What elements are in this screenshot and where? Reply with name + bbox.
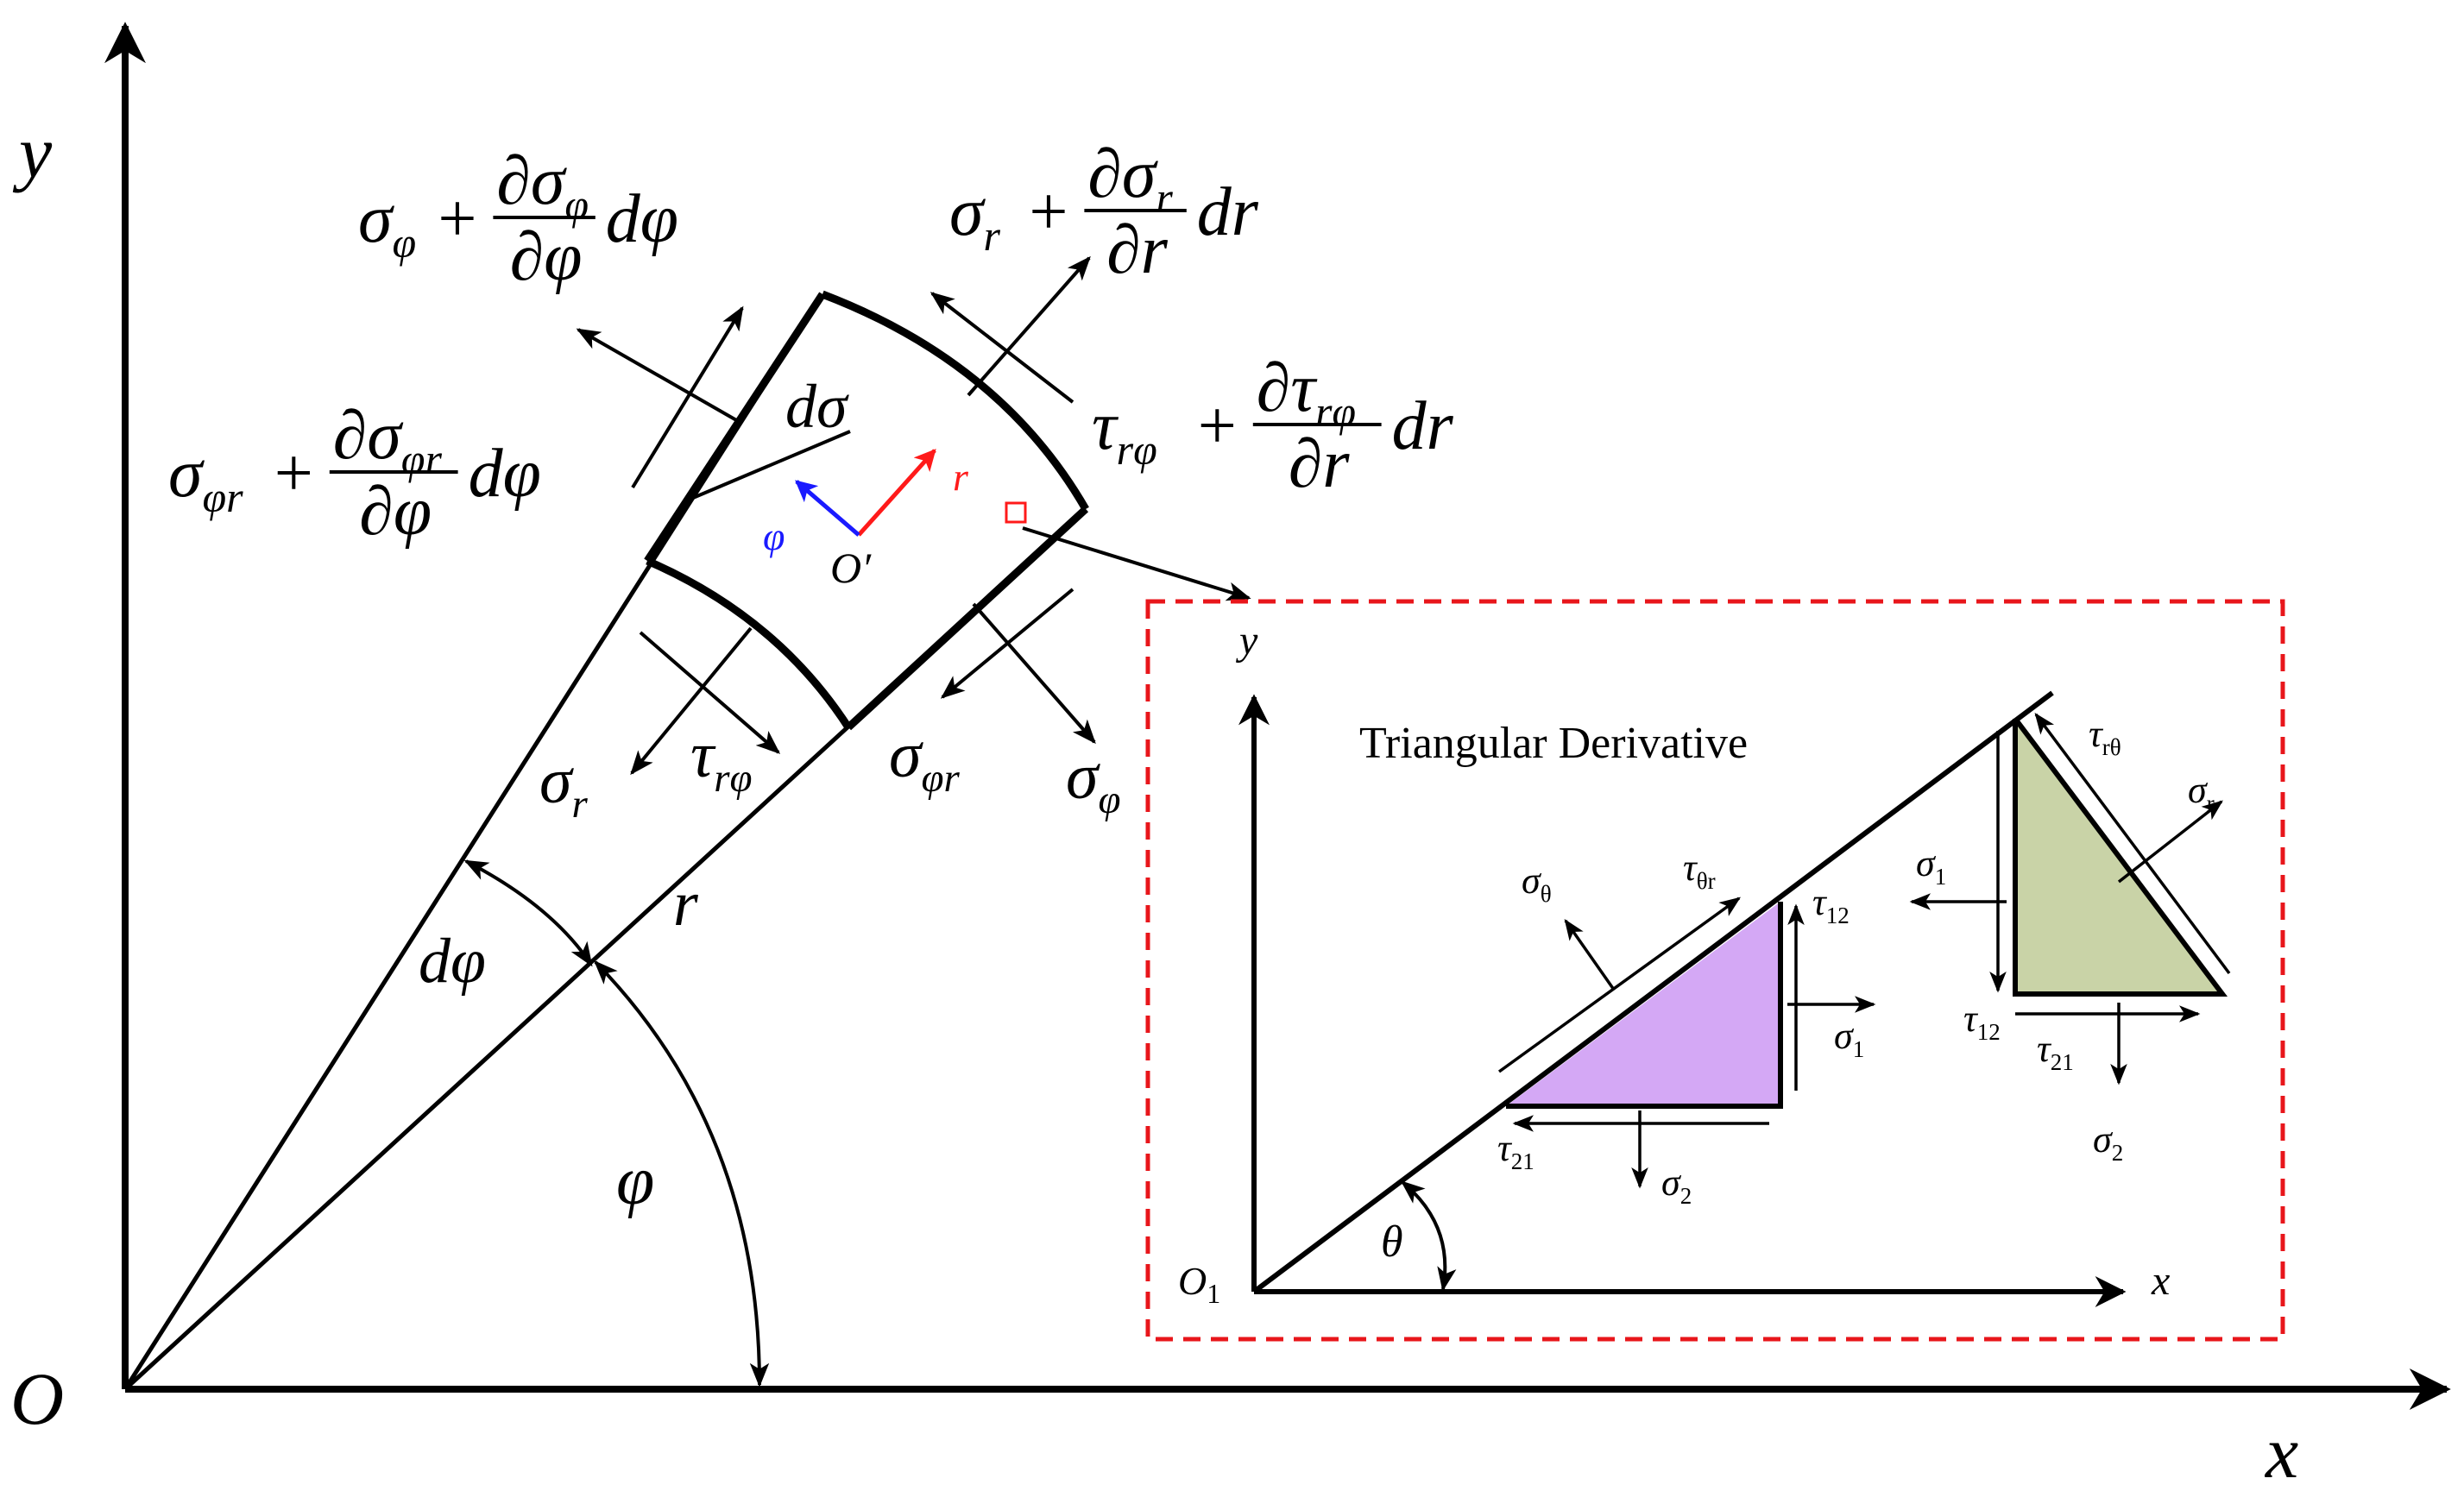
- term: σφr: [168, 436, 243, 521]
- numerator: ∂τrφ: [1257, 350, 1356, 436]
- local-phi-label: φ: [763, 514, 785, 558]
- dphi-label: dφ: [419, 926, 486, 997]
- differential: dφ: [469, 436, 541, 512]
- inset-theta-arc: [1400, 1180, 1457, 1292]
- plus-sign: +: [1029, 174, 1068, 250]
- element-outer-arc: [821, 290, 1089, 512]
- differential: dr: [1197, 174, 1259, 250]
- inset-title: Triangular Derivative: [1359, 719, 1748, 768]
- left-triangle: [1506, 902, 1780, 1106]
- inset-label-lt-sigma-1: σ1: [1834, 1015, 1864, 1062]
- label-sigma-phi-plus: σφ + ∂σφ∂φ dφ: [358, 143, 678, 295]
- face-br-normal: [972, 602, 1096, 745]
- inset-label-rt-sigma-1: σ1: [1916, 842, 1946, 890]
- inset-origin-sub: 1: [1207, 1278, 1220, 1309]
- inset-y-label: y: [1235, 618, 1258, 664]
- inset-panel: Triangular Derivative y x O1 θ: [1145, 599, 2285, 1342]
- radius-label: r: [673, 869, 699, 940]
- wedge: [123, 290, 1089, 1391]
- denominator: ∂r: [1289, 426, 1351, 502]
- numerator: ∂σφr: [333, 398, 443, 483]
- label-sigma-r: σr: [539, 745, 588, 827]
- label-sigma-phir: σφr: [889, 719, 960, 801]
- label-tau-rphi-plus: τrφ + ∂τrφ∂r dr: [1092, 350, 1454, 502]
- face-tr-tangent: [930, 292, 1074, 404]
- differential: dr: [1392, 388, 1454, 464]
- inset-label-rt-tau-21: τ21: [2037, 1028, 2074, 1075]
- term: σr: [949, 174, 1000, 260]
- left-triangle-edges: [1506, 902, 1783, 1109]
- element-stress-arrows: [576, 255, 1251, 776]
- face-tl-normal: [576, 328, 739, 423]
- phi-label: φ: [616, 1143, 654, 1219]
- face-tl-tangent: [631, 305, 744, 489]
- right-triangle-edges: [2013, 717, 2228, 997]
- face-tr-normal: [967, 255, 1091, 397]
- inset-label-rt-tau-12: τ12: [1963, 997, 2001, 1045]
- face-bl-normal: [630, 626, 753, 776]
- term: σφ: [358, 181, 416, 267]
- numerator: ∂σφ: [496, 143, 589, 229]
- main-y-axis-label: y: [12, 110, 53, 193]
- plus-sign: +: [438, 181, 476, 257]
- detail-marker: [1005, 501, 1027, 524]
- local-coords: r φ O′: [763, 449, 1027, 592]
- main-axes: y x O: [10, 22, 2451, 1491]
- differential: dφ: [606, 181, 678, 257]
- inset-diagonal: [1252, 690, 2054, 1294]
- element-right-edge: [845, 506, 1089, 731]
- main-x-axis-label: x: [2264, 1411, 2298, 1491]
- inset-label-lt-tau-21: τ21: [1497, 1127, 1534, 1174]
- plus-sign: +: [274, 436, 313, 512]
- label-tau-rphi: τrφ: [690, 719, 753, 801]
- label-sigma-phir-plus: σφr + ∂σφr∂φ dφ: [168, 398, 541, 550]
- term: τrφ: [1092, 388, 1157, 474]
- element-inner-arc: [646, 557, 852, 730]
- inset-label-lt-sigma-2: σ2: [1661, 1161, 1692, 1209]
- label-sigma-phi: σφ: [1066, 740, 1121, 822]
- local-r-arrow: [857, 449, 936, 537]
- lt-tau-theta-r-arrow: [1497, 896, 1741, 1073]
- denominator: ∂φ: [359, 474, 432, 550]
- inset-theta-label: θ: [1381, 1217, 1403, 1267]
- denominator: ∂φ: [510, 219, 583, 295]
- inset-label-lt-tau-theta-r: τθr: [1683, 846, 1716, 894]
- local-r-label: r: [953, 455, 969, 499]
- inset-label-lt-tau-12: τ12: [1812, 881, 1850, 928]
- dsigma-leader: [692, 430, 851, 500]
- rt-tau-r-theta-arrow: [2034, 713, 2231, 975]
- element-center-label: O′: [830, 544, 872, 592]
- inset-label-rt-sigma-2: σ2: [2093, 1118, 2123, 1166]
- face-bl-tangent: [639, 631, 781, 754]
- rt-sigma-r-arrow: [2117, 800, 2223, 884]
- denominator: ∂r: [1106, 212, 1169, 288]
- inset-label-rt-sigma-r: σr: [2188, 769, 2215, 816]
- inset-origin-label: O1: [1178, 1259, 1220, 1309]
- plus-sign: +: [1198, 388, 1237, 464]
- lt-sigma-theta-arrow: [1564, 918, 1616, 991]
- main-origin-label: O: [10, 1357, 64, 1440]
- element-left-edge: [644, 292, 826, 563]
- phi-arc: [594, 959, 770, 1387]
- inset-x-label: x: [2151, 1258, 2170, 1304]
- inset-border: [1145, 599, 2285, 1342]
- inset-callout-line: [1022, 526, 1251, 601]
- dphi-arc: [463, 859, 593, 967]
- inset-label-rt-tau-r-theta: τrθ: [2089, 713, 2121, 760]
- inset-label-lt-sigma-theta: σθ: [1522, 859, 1552, 907]
- dsigma-label: dσ: [785, 372, 849, 441]
- local-phi-arrow: [795, 480, 860, 537]
